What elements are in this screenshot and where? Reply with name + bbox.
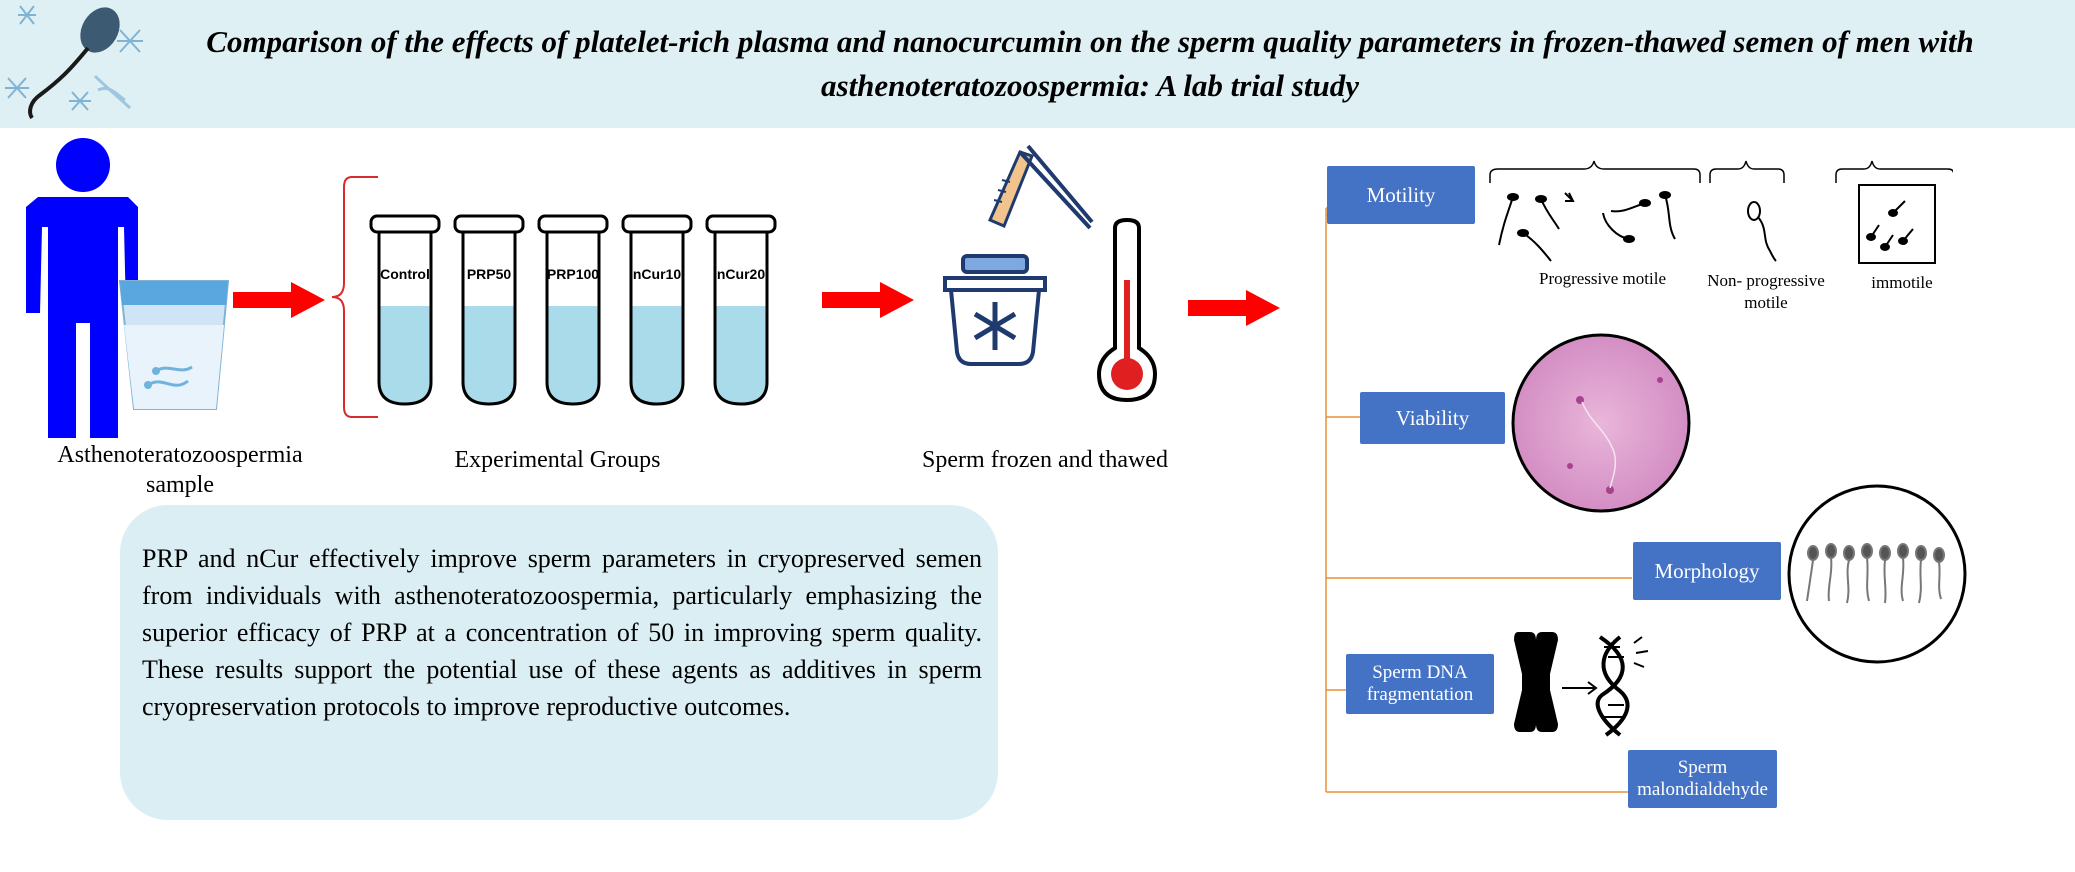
- conclusion-text: PRP and nCur effectively improve sperm p…: [142, 544, 982, 721]
- tube-label-ncur10: nCur10: [632, 266, 682, 282]
- test-tube-3: [621, 214, 693, 406]
- person-icon: [26, 138, 138, 438]
- outcome-branch-lines: [1325, 207, 1632, 793]
- morphology-micrograph: [1787, 484, 1967, 664]
- arrow-right-icon: [1562, 681, 1598, 695]
- dna-fragmentation-box: Sperm DNA fragmentation: [1346, 654, 1494, 714]
- sample-label: Asthenoteratozoospermia sample: [57, 442, 303, 498]
- immotile-sperm-icon: [1858, 184, 1936, 264]
- viability-box: Viability: [1360, 392, 1505, 444]
- page-title: Comparison of the effects of platelet-ri…: [206, 24, 1974, 103]
- tongs-icon: [988, 144, 1094, 230]
- flow-arrow-1: [233, 282, 325, 318]
- progressive-label: Progressive motile: [1538, 269, 1666, 288]
- test-tube-1: [453, 214, 525, 406]
- immotile-label: immotile: [1871, 273, 1933, 292]
- header-banner: [0, 0, 2075, 128]
- groups-label: Experimental Groups: [454, 447, 661, 473]
- flow-arrow-3: [1188, 290, 1280, 326]
- sperm-logo-icon: [5, 5, 143, 120]
- test-tubes: [369, 214, 777, 406]
- non-progressive-sperm-icon: [1747, 201, 1777, 262]
- groups-bracket: [331, 176, 378, 418]
- motility-braces: [1489, 160, 1953, 183]
- conclusion-panel: [120, 505, 998, 820]
- progressive-sperm-icon: [1498, 191, 1676, 262]
- tube-label-ncur20: nCur20: [716, 266, 766, 282]
- malondialdehyde-box: Sperm malondialdehyde: [1628, 750, 1777, 808]
- dna-helix-icon: [1595, 635, 1649, 737]
- test-tube-0: [369, 214, 441, 406]
- freeze-label: Sperm frozen and thawed: [922, 447, 1168, 473]
- thermometer-icon: [1096, 218, 1158, 403]
- test-tube-4: [705, 214, 777, 406]
- motility-box: Motility: [1327, 166, 1475, 224]
- viability-micrograph: [1511, 333, 1691, 513]
- tube-label-prp100: PRP100: [546, 266, 600, 282]
- chromosome-icon: [1514, 632, 1558, 732]
- sample-cup-icon: [118, 280, 230, 410]
- non-progressive-label: Non- progressive motile: [1707, 271, 1825, 312]
- test-tube-2: [537, 214, 609, 406]
- cryo-container-icon: [943, 254, 1047, 366]
- flow-arrow-2: [822, 282, 914, 318]
- tube-label-control: Control: [380, 266, 430, 282]
- tube-label-prp50: PRP50: [466, 266, 512, 282]
- morphology-box: Morphology: [1633, 542, 1781, 600]
